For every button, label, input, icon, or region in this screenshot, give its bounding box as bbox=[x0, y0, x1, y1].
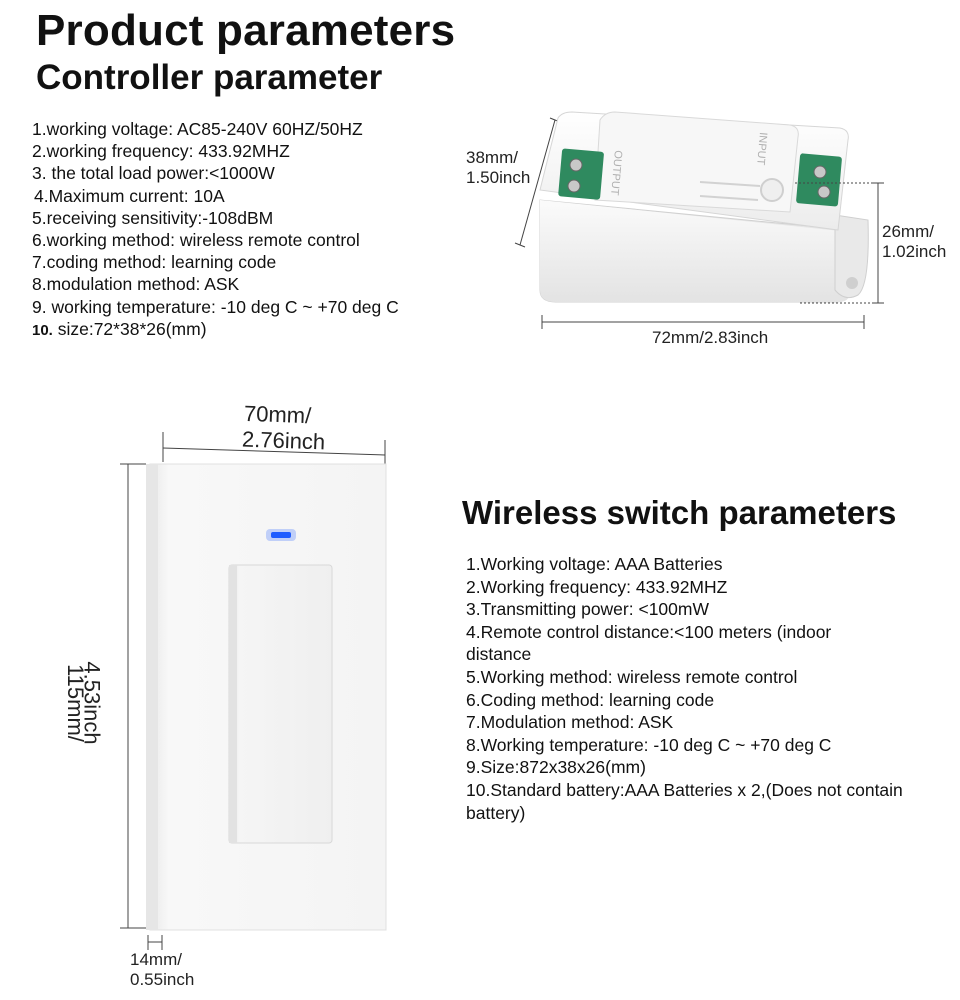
list-item: 7.Modulation method: ASK bbox=[466, 712, 674, 733]
list-item: 4.Remote control distance:<100 meters (i… bbox=[466, 621, 832, 665]
controller-depth-in: 1.02inch bbox=[882, 242, 947, 261]
input-label: INPUT bbox=[754, 132, 769, 166]
list-item: 2.working frequency: 433.92MHZ bbox=[32, 141, 290, 162]
page-title: Product parameters bbox=[36, 6, 456, 55]
list-item: 3.Transmitting power: <100mW bbox=[466, 599, 709, 620]
list-item: 8.Working temperature: -10 deg C ~ +70 d… bbox=[466, 734, 832, 755]
output-label: OUTPUT bbox=[608, 150, 624, 196]
controller-height-mm: 38mm/ bbox=[466, 148, 518, 167]
switch-thickness-in: 0.55inch bbox=[130, 970, 195, 989]
list-item: 6.working method: wireless remote contro… bbox=[32, 230, 360, 251]
switch-height-in: 4.53inch bbox=[79, 661, 105, 745]
controller-height-in: 1.50inch bbox=[466, 168, 531, 187]
controller-params-list: 1.working voltage: AC85-240V 60HZ/50HZ 2… bbox=[32, 118, 399, 342]
switch-width-in: 2.76inch bbox=[241, 426, 326, 455]
controller-heading: Controller parameter bbox=[36, 58, 383, 97]
switch-params-list: 1.Working voltage: AAA Batteries 2.Worki… bbox=[466, 553, 926, 824]
list-item: 10. size:72*38*26(mm) bbox=[32, 318, 207, 339]
switch-heading: Wireless switch parameters bbox=[462, 494, 897, 531]
list-item: 1.Working voltage: AAA Batteries bbox=[466, 554, 723, 574]
list-item: 1.working voltage: AC85-240V 60HZ/50HZ bbox=[32, 119, 363, 139]
controller-length: 72mm/2.83inch bbox=[652, 328, 769, 347]
list-item: 6.Coding method: learning code bbox=[466, 689, 715, 710]
list-item: 5.Working method: wireless remote contro… bbox=[466, 666, 798, 687]
controller-depth-mm: 26mm/ bbox=[882, 222, 934, 241]
list-item: 5.receiving sensitivity:-108dBM bbox=[32, 207, 274, 228]
list-item: 8.modulation method: ASK bbox=[32, 274, 240, 295]
list-item: 2.Working frequency: 433.92MHZ bbox=[466, 576, 728, 597]
list-item: 9.Size:872x38x26(mm) bbox=[466, 757, 646, 778]
list-item: 7.coding method: learning code bbox=[32, 252, 277, 273]
list-item: 10.Standard battery:AAA Batteries x 2,(D… bbox=[466, 779, 903, 823]
list-item: 9. working temperature: -10 deg C ~ +70 … bbox=[32, 296, 399, 317]
switch-thickness-mm: 14mm/ bbox=[130, 950, 182, 969]
list-item: 4.Maximum current: 10A bbox=[34, 185, 225, 206]
switch-width-mm: 70mm/ bbox=[243, 400, 312, 429]
list-item: 3. the total load power:<1000W bbox=[32, 163, 275, 184]
